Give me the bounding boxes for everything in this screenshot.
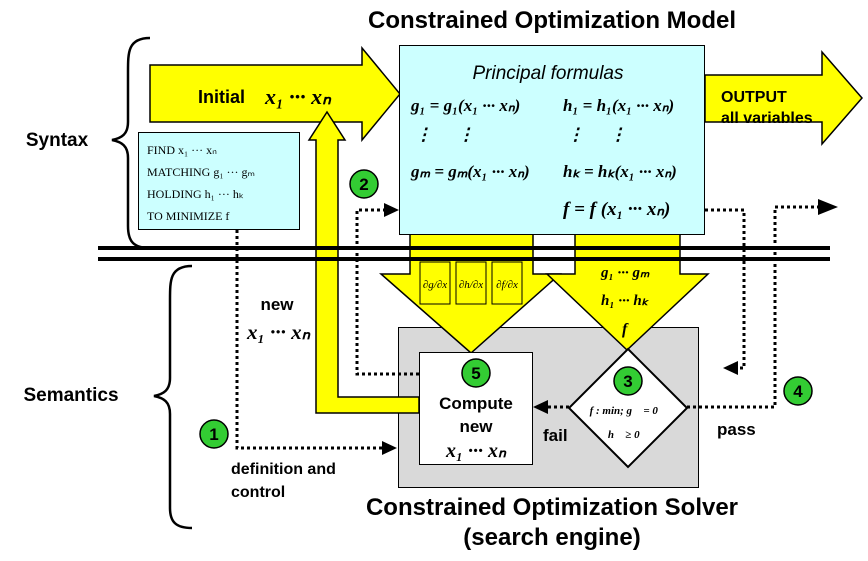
marker-2-circle xyxy=(349,169,379,199)
solver-subtitle: (search engine) xyxy=(463,524,640,551)
marker-3-circle xyxy=(613,366,643,396)
holding-line: HOLDING h₁ ··· hₖ xyxy=(147,187,244,201)
formula-hk: hₖ = hₖ(x₁ ··· xₙ) xyxy=(563,162,677,181)
marker-1-circle xyxy=(199,419,229,449)
output-label: OUTPUT xyxy=(721,89,787,106)
derivative-dg: ∂g/∂x xyxy=(423,279,447,291)
compute-vars: x₁ ··· xₙ xyxy=(445,440,507,462)
model-to-decision-arrowhead xyxy=(723,361,738,375)
solver-title: Constrained Optimization Solver xyxy=(366,494,738,521)
formula-h1: h₁ = h₁(x₁ ··· xₙ) xyxy=(563,96,674,115)
initial-label: Initial xyxy=(198,87,245,107)
diagram-title: Constrained Optimization Model xyxy=(368,7,736,34)
marker-3: 3 xyxy=(623,372,632,391)
formula-f: f = f (x₁ ··· xₙ) xyxy=(563,199,670,220)
definition-control-arrowhead xyxy=(382,441,397,455)
definition-control-line xyxy=(235,230,384,450)
pass-line xyxy=(687,205,820,409)
compute-label: Compute xyxy=(439,394,513,413)
formula-dots-g: ⋮ ⋮ xyxy=(415,125,475,144)
derivative-frame-h xyxy=(455,261,487,305)
minimize-line: TO MINIMIZE f xyxy=(147,209,230,223)
marker-5: 5 xyxy=(471,364,480,383)
values-arrow xyxy=(545,231,710,352)
derivative-frame-f xyxy=(491,261,523,305)
pass-arrowhead xyxy=(818,199,838,215)
problem-statement-box: FIND x₁ ··· xₙ MATCHING g₁ ··· gₘ HOLDIN… xyxy=(138,132,300,230)
values-h: h₁ ··· hₖ xyxy=(601,293,650,309)
formula-dots-h: ⋮ ⋮ xyxy=(567,125,627,144)
model-to-decision-line xyxy=(705,208,746,370)
derivative-df: ∂f/∂x xyxy=(496,279,518,291)
fail-arrowhead xyxy=(533,400,548,414)
marker-4: 4 xyxy=(793,382,803,401)
semantics-brace xyxy=(153,264,193,530)
derivative-frame-g xyxy=(419,261,451,305)
syntax-label: Syntax xyxy=(26,130,89,151)
semantics-label: Semantics xyxy=(23,385,118,406)
principal-formulas-title: Principal formulas xyxy=(473,63,624,84)
derivative-dh: ∂h/∂x xyxy=(459,279,483,291)
decision-condition: f : min; g⃗ = 0⃗ xyxy=(590,405,667,417)
marker-4-circle xyxy=(783,376,813,406)
values-f: f xyxy=(622,321,629,338)
matching-line: MATCHING g₁ ··· gₘ xyxy=(147,165,255,179)
compute-new-label: new xyxy=(459,417,493,436)
pass-label: pass xyxy=(717,420,756,439)
model-box xyxy=(399,45,705,235)
output-arrow xyxy=(704,49,863,147)
find-line: FIND x₁ ··· xₙ xyxy=(147,143,217,157)
marker-2: 2 xyxy=(359,175,368,194)
values-g: g₁ ··· gₘ xyxy=(600,265,650,281)
fail-label: fail xyxy=(543,426,568,445)
new-vars: x₁ ··· xₙ xyxy=(246,320,311,344)
initial-arrow xyxy=(149,45,401,143)
decision-condition-h: h⃗ ≥ 0⃗ xyxy=(608,429,648,441)
marker-1: 1 xyxy=(209,425,218,444)
output-subtitle: all variables xyxy=(721,110,813,127)
syntax-brace xyxy=(111,36,151,250)
formula-gm: gₘ = gₘ(x₁ ··· xₙ) xyxy=(410,162,530,181)
decision-diamond xyxy=(567,347,689,469)
compute-to-model-line xyxy=(355,208,419,376)
feedback-arrow xyxy=(307,110,420,414)
formula-g1: g₁ = g₁(x₁ ··· xₙ) xyxy=(410,96,520,115)
initial-vars: x₁ ··· xₙ xyxy=(264,84,332,109)
control-label: control xyxy=(231,484,285,501)
compute-to-model-arrowhead xyxy=(384,203,399,217)
new-label: new xyxy=(260,295,294,314)
definition-label: definition and xyxy=(231,461,336,478)
marker-5-circle xyxy=(461,358,491,388)
